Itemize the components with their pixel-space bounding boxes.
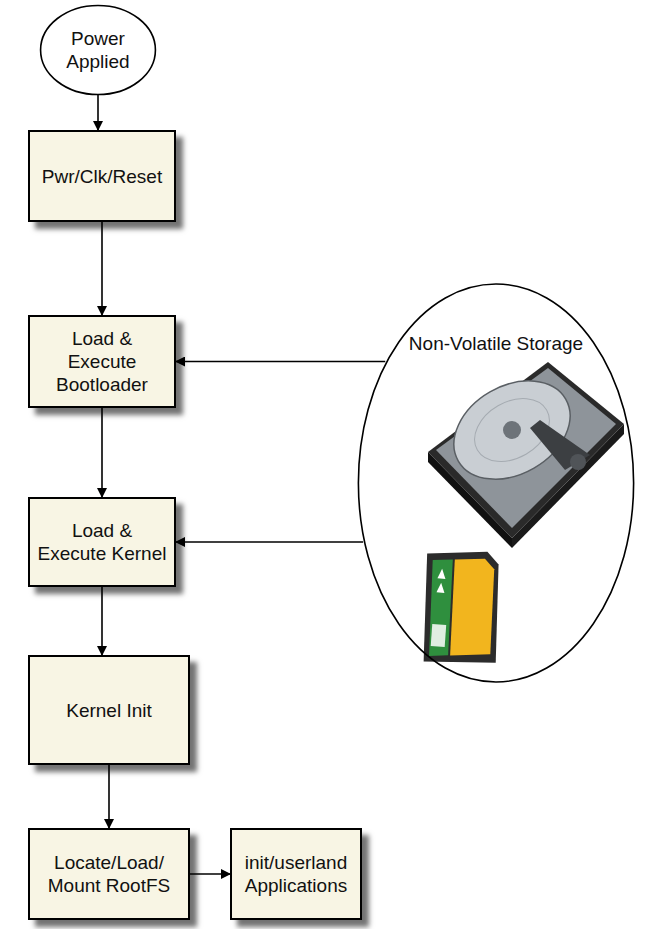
storage-ellipse: Non-Volatile Storage: [357, 282, 635, 684]
card-body: [420, 548, 504, 667]
drive-arm: [530, 420, 590, 470]
process-box: Pwr/Clk/Reset: [28, 130, 176, 222]
node-text: Load & Execute Bootloader: [36, 327, 168, 396]
flow-arrow: [176, 361, 385, 363]
ellipse-outline: [40, 5, 156, 95]
node-text: Pwr/Clk/Reset: [42, 165, 162, 188]
start-ellipse: Power Applied: [40, 5, 156, 95]
node-text: Load & Execute Kernel: [36, 519, 168, 565]
process-box: Locate/Load/ Mount RootFS: [28, 828, 190, 920]
flow-arrow: [101, 587, 103, 655]
flow-arrow: [190, 873, 230, 875]
flow-arrow: [108, 765, 110, 828]
process-box: init/userland Applications: [230, 828, 362, 920]
card-green-strip: [426, 558, 455, 657]
drive-platter: [436, 361, 587, 499]
hard-drive-picture: [428, 361, 624, 548]
flow-arrow: [101, 408, 103, 497]
process-box: Load & Execute Kernel: [28, 497, 176, 587]
card-arrow-mark: [437, 568, 446, 579]
sd-card-picture: [420, 548, 504, 667]
card-arrow-mark: [436, 582, 445, 593]
node-text: Non-Volatile Storage: [409, 332, 583, 355]
flow-arrow: [97, 95, 99, 130]
node-text: init/userland Applications: [238, 851, 354, 897]
card-yellow-label: [448, 557, 497, 659]
flow-arrow: [176, 541, 363, 543]
card-logo-mark: [431, 624, 447, 647]
process-box: Load & Execute Bootloader: [28, 315, 176, 408]
spindle: [503, 421, 521, 439]
process-box: Kernel Init: [28, 655, 190, 765]
arm-pivot: [570, 454, 586, 470]
node-text: Kernel Init: [66, 699, 152, 722]
flow-arrow: [101, 222, 103, 315]
node-text: Power Applied: [48, 27, 148, 73]
node-text: Locate/Load/ Mount RootFS: [36, 851, 182, 897]
